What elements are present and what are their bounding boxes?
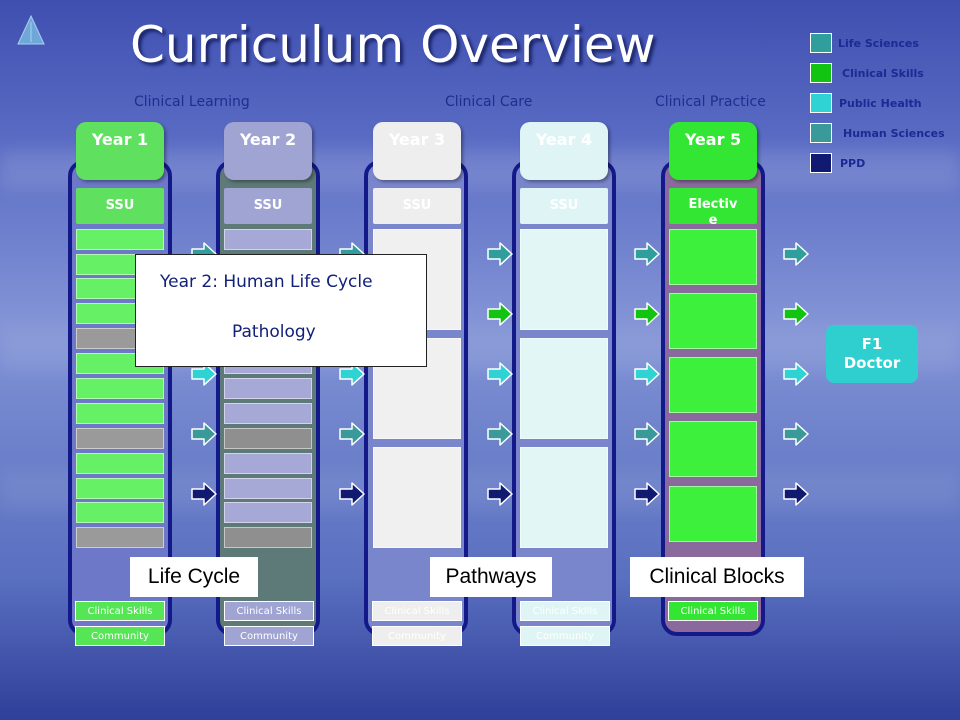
year-3-community: Community — [372, 626, 462, 646]
arrow-clinical-skills-icon — [634, 302, 660, 326]
arrow-human-sciences-icon — [339, 422, 365, 446]
year-2-clinical-skills: Clinical Skills — [224, 601, 314, 621]
year-1-block — [76, 378, 164, 399]
year-2-community: Community — [224, 626, 314, 646]
arrow-human-sciences-icon — [487, 422, 513, 446]
arrow-human-sciences-icon — [783, 422, 809, 446]
arrow-ppd-icon — [634, 482, 660, 506]
legend-label-clinical-skills: Clinical Skills — [842, 67, 924, 80]
year-2-block — [224, 478, 312, 499]
year-2-ssu: SSU — [224, 188, 312, 224]
arrow-life-sciences-icon — [634, 242, 660, 266]
year-3-block — [373, 447, 461, 548]
year-4-block — [520, 447, 608, 548]
year-4-clinical-skills: Clinical Skills — [520, 601, 610, 621]
legend-swatch-clinical-skills — [810, 63, 832, 83]
arrow-public-health-icon — [487, 362, 513, 386]
legend-label-ppd: PPD — [840, 157, 866, 170]
year-2-block — [224, 428, 312, 449]
year-2-info-popup: Year 2: Human Life Cycle Pathology — [135, 254, 427, 367]
year-3-ssu: SSU — [373, 188, 461, 224]
year-3-clinical-skills: Clinical Skills — [372, 601, 462, 621]
legend-swatch-ppd — [810, 153, 832, 173]
year-4-block — [520, 229, 608, 330]
year-4-header: Year 4 — [520, 122, 608, 180]
label-pathways: Pathways — [430, 557, 552, 597]
year-4-ssu: SSU — [520, 188, 608, 224]
arrow-public-health-icon — [191, 362, 217, 386]
year-1-block — [76, 478, 164, 499]
legend-label-life-sciences: Life Sciences — [838, 37, 919, 50]
year-5-block — [669, 486, 757, 542]
phase-label-clinical-practice: Clinical Practice — [655, 94, 766, 110]
arrow-public-health-icon — [634, 362, 660, 386]
year-2-block — [224, 229, 312, 250]
arrow-life-sciences-icon — [487, 242, 513, 266]
year-2-block — [224, 403, 312, 424]
arrow-life-sciences-icon — [783, 242, 809, 266]
label-clinical-blocks: Clinical Blocks — [630, 557, 804, 597]
year-5-block — [669, 357, 757, 413]
year-2-block — [224, 378, 312, 399]
popup-line-2: Pathology — [232, 322, 316, 342]
year-3-header: Year 3 — [373, 122, 461, 180]
year-1-clinical-skills: Clinical Skills — [75, 601, 165, 621]
year-1-block — [76, 527, 164, 548]
year-1-community: Community — [75, 626, 165, 646]
triangle-logo-icon — [17, 14, 45, 45]
f1-doctor-box: F1 Doctor — [826, 325, 918, 383]
arrow-public-health-icon — [339, 362, 365, 386]
year-5-block — [669, 293, 757, 349]
arrow-ppd-icon — [191, 482, 217, 506]
year-1-block — [76, 229, 164, 250]
legend-swatch-life-sciences — [810, 33, 832, 53]
arrow-clinical-skills-icon — [487, 302, 513, 326]
label-life-cycle: Life Cycle — [130, 557, 258, 597]
year-5-header: Year 5 — [669, 122, 757, 180]
year-5-clinical-skills: Clinical Skills — [668, 601, 758, 621]
year-1-block — [76, 453, 164, 474]
arrow-human-sciences-icon — [634, 422, 660, 446]
legend-label-human-sciences: Human Sciences — [843, 127, 945, 140]
page-title: Curriculum Overview — [130, 16, 656, 74]
arrow-human-sciences-icon — [191, 422, 217, 446]
year-2-block — [224, 527, 312, 548]
year-4-block — [520, 338, 608, 439]
year-1-header: Year 1 — [76, 122, 164, 180]
phase-label-clinical-learning: Clinical Learning — [134, 94, 250, 110]
year-2-block — [224, 453, 312, 474]
arrow-ppd-icon — [783, 482, 809, 506]
legend-swatch-public-health — [810, 93, 832, 113]
year-5-block — [669, 229, 757, 285]
legend-swatch-human-sciences — [810, 123, 832, 143]
arrow-ppd-icon — [339, 482, 365, 506]
legend-label-public-health: Public Health — [839, 97, 922, 110]
year-1-block — [76, 428, 164, 449]
year-5-elective: Electiv e — [669, 188, 757, 224]
arrow-public-health-icon — [783, 362, 809, 386]
year-4-community: Community — [520, 626, 610, 646]
year-2-header: Year 2 — [224, 122, 312, 180]
year-2-block — [224, 502, 312, 523]
arrow-clinical-skills-icon — [783, 302, 809, 326]
phase-label-clinical-care: Clinical Care — [445, 94, 533, 110]
popup-line-1: Year 2: Human Life Cycle — [160, 272, 373, 292]
arrow-ppd-icon — [487, 482, 513, 506]
year-5-block — [669, 421, 757, 477]
year-1-block — [76, 502, 164, 523]
year-1-ssu: SSU — [76, 188, 164, 224]
year-1-block — [76, 403, 164, 424]
